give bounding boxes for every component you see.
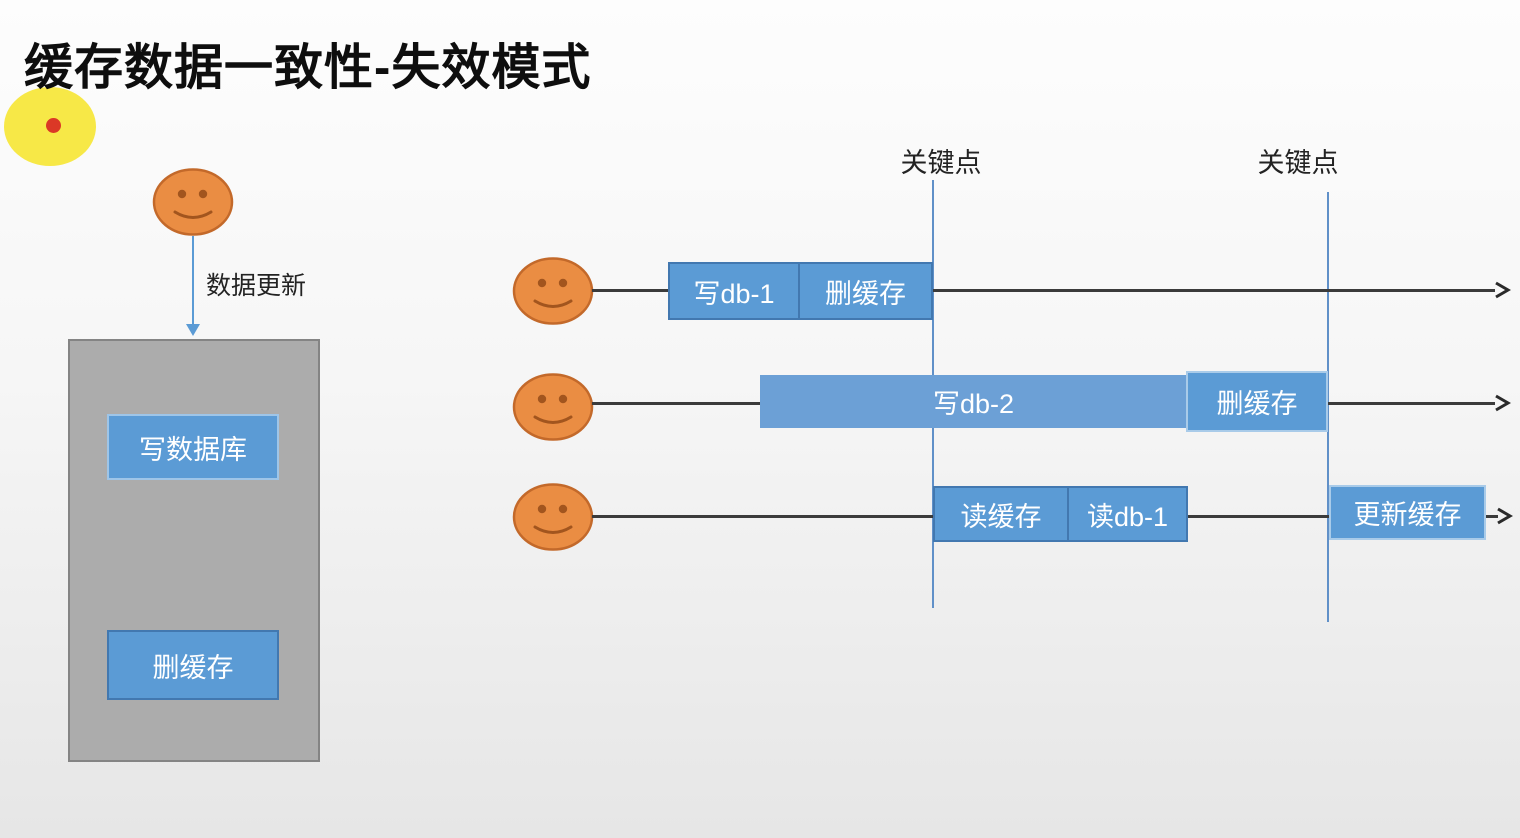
data-update-label: 数据更新 [206, 272, 307, 300]
delete-cache-label: 删缓存 [152, 652, 234, 683]
timeline-3-update-cache-label: 更新缓存 [1353, 500, 1462, 530]
timeline-2-delete-cache-label: 删缓存 [1216, 389, 1298, 419]
write-database-label: 写数据库 [139, 434, 247, 465]
timeline-1-delete-cache-box: 删缓存 [798, 262, 933, 320]
timeline-2-arrow-line [1328, 402, 1495, 405]
write-database-box: 写数据库 [107, 414, 279, 480]
page-title: 缓存数据一致性-失效模式 [24, 41, 592, 95]
timeline-3-read-db1-box: 读db-1 [1067, 486, 1188, 542]
timeline-1-arrow-line [933, 289, 1495, 292]
data-update-arrow [192, 236, 194, 326]
checkpoint-label-2: 关键点 [1257, 148, 1339, 178]
smiley-face-icon-row3 [512, 483, 594, 551]
timeline-2-write-db2-box: 写db-2 [760, 375, 1187, 428]
checkpoint-label-1: 关键点 [900, 148, 982, 178]
timeline-3-arrowhead-icon [1497, 507, 1513, 525]
timeline-1-arrowhead-icon [1495, 281, 1511, 299]
timeline-1-delete-cache-label: 删缓存 [825, 278, 906, 309]
data-update-arrowhead-icon [186, 324, 200, 336]
timeline-3-pre-line [592, 515, 933, 518]
timeline-1-write-db1-label: 写db-1 [693, 278, 775, 309]
timeline-2-pre-line [592, 402, 760, 405]
smiley-face-icon-row2 [512, 373, 594, 441]
smiley-face-icon-updater [152, 168, 234, 236]
smiley-face-icon-row1 [512, 257, 594, 325]
checkpoint-line-2 [1327, 192, 1329, 622]
timeline-1-write-db1-box: 写db-1 [668, 262, 800, 320]
timeline-3-update-cache-box: 更新缓存 [1329, 485, 1486, 540]
timeline-3-read-cache-label: 读缓存 [960, 501, 1042, 532]
timeline-3-read-db1-label: 读db-1 [1086, 501, 1169, 532]
timeline-2-write-db2-label: 写db-2 [932, 389, 1015, 419]
timeline-3-arrow-line [1486, 515, 1498, 518]
laser-pointer-dot-icon [46, 118, 61, 133]
timeline-1-pre-line [592, 289, 670, 292]
timeline-2-arrowhead-icon [1495, 394, 1511, 412]
timeline-3-mid-line [1188, 515, 1329, 518]
delete-cache-box: 删缓存 [107, 630, 279, 700]
timeline-3-read-cache-box: 读缓存 [933, 486, 1069, 542]
timeline-2-delete-cache-box: 删缓存 [1186, 371, 1328, 432]
